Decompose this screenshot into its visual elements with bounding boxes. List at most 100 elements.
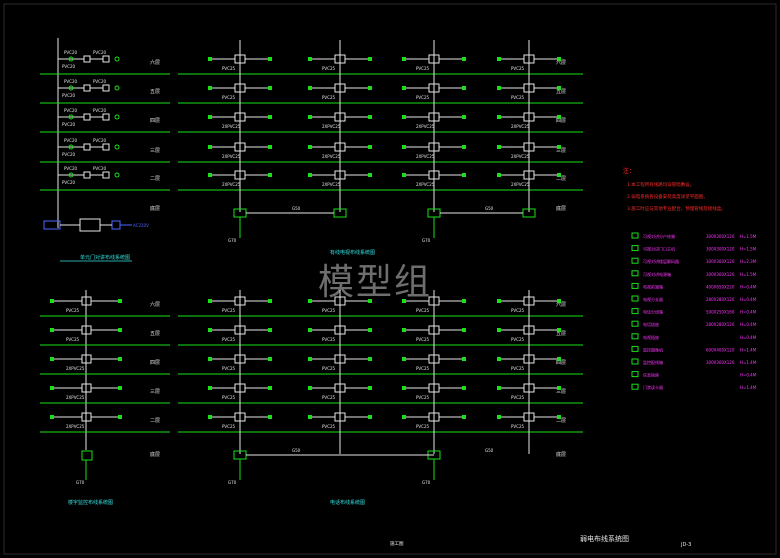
cable-label: PVC20 [93, 50, 106, 55]
floor-label: 三层 [150, 389, 160, 395]
tv-outlet-icon [208, 173, 212, 177]
phone-outlet-icon [557, 386, 561, 390]
floor-label: 六层 [556, 301, 566, 308]
cable-label: PVC25 [322, 66, 335, 71]
legend-symbol-icon [631, 383, 639, 390]
legend-name: 电话分线箱 [643, 309, 663, 315]
cable-label: 2XPVC25 [416, 154, 435, 159]
decoder-box [83, 84, 91, 92]
cable-label: PVC20 [62, 152, 75, 157]
cable-label: PVC25 [66, 308, 79, 313]
floor-label: 五层 [556, 331, 566, 337]
cable-label: PVC25 [222, 424, 235, 429]
legend-height: H=0.4M [740, 284, 757, 289]
stage-label: 施工图 [390, 540, 404, 547]
phone-outlet-icon [308, 328, 312, 332]
cable-label: G70 [422, 480, 431, 485]
notes-legend-panel: 注：1.本工程所有线路均穿管暗敷设。2.弱电系统各设备安装高度详见平面图。3.施… [623, 167, 757, 390]
legend-height: H=1.4M [740, 347, 757, 352]
cable-label: PVC25 [416, 66, 429, 71]
cable-label: PVC25 [416, 424, 429, 429]
phone-outlet-icon [497, 357, 501, 361]
phone-outlet-icon [308, 386, 312, 390]
decoder-box [83, 55, 91, 63]
tv-outlet-icon [268, 86, 272, 90]
floor-label: 六层 [150, 59, 160, 66]
intercom-host-box [79, 218, 101, 232]
cable-label: 2XPVC25 [222, 154, 241, 159]
tv-outlet-icon [308, 173, 312, 177]
sheet-border [3, 3, 777, 555]
camera-icon [50, 357, 54, 361]
legend-name: 电视前端箱 [643, 283, 663, 289]
cable-label: PVC25 [66, 337, 79, 342]
cable-label: 2XPVC25 [222, 124, 241, 129]
tv-outlet-icon [308, 115, 312, 119]
cable-label: 2XPVC25 [511, 182, 530, 187]
legend-name: 监控配线箱 [643, 359, 663, 365]
decoder-box [102, 171, 110, 179]
cable-label: PVC20 [64, 138, 77, 143]
phone-outlet-icon [497, 386, 501, 390]
camera-icon [118, 299, 122, 303]
floor-label: 二层 [556, 418, 566, 424]
intercom-terminal-icon [68, 114, 74, 120]
cable-label: PVC25 [416, 395, 429, 400]
intercom-terminal-icon [68, 144, 74, 150]
cable-label: PVC20 [62, 180, 75, 185]
intercom-terminal-icon [114, 56, 120, 62]
phone-outlet-icon [557, 328, 561, 332]
cable-label: 2XPVC25 [66, 366, 85, 371]
legend-spec: 300X300X120 [706, 259, 735, 264]
sheet-title: 弱电布线系统图 [580, 534, 629, 543]
cable-label: PVC25 [416, 337, 429, 342]
phone-outlet-icon [308, 299, 312, 303]
cable-label: PVC25 [222, 337, 235, 342]
legend-name: 信息插座 [643, 372, 659, 378]
tv-outlet-icon [497, 115, 501, 119]
tv-outlet-icon [497, 57, 501, 61]
intercom-terminal-icon [114, 85, 120, 91]
legend-name: 电视分支器 [643, 296, 663, 302]
legend-symbol-icon [631, 371, 639, 378]
intercom-terminal-icon [68, 56, 74, 62]
phone-outlet-icon [462, 357, 466, 361]
legend-height: H=0.4M [740, 322, 757, 327]
legend-symbol-icon [631, 232, 639, 239]
cable-label: 2XPVC25 [416, 182, 435, 187]
cable-label: PVC25 [511, 424, 524, 429]
tv-outlet-icon [402, 145, 406, 149]
decoder-box [83, 143, 91, 151]
decoder-box [102, 113, 110, 121]
cable-label: PVC25 [416, 308, 429, 313]
watermark-text: 模型组 [318, 262, 433, 303]
legend-spec: 300X300X120 [706, 272, 735, 277]
phone-outlet-icon [368, 386, 372, 390]
cable-label: 2XPVC25 [222, 182, 241, 187]
cable-label: PVC25 [416, 95, 429, 100]
cable-label: PVC20 [93, 166, 106, 171]
notes-heading: 注： [623, 167, 635, 175]
camera-icon [50, 299, 54, 303]
phone-outlet-icon [462, 415, 466, 419]
legend-name: 可视对讲电源箱 [643, 271, 671, 277]
legend-name: 可视对讲门口主机 [643, 246, 675, 252]
cable-label: G50 [292, 206, 301, 211]
legend-symbol-icon [631, 270, 639, 277]
phone-outlet-icon [268, 328, 272, 332]
floor-label: 五层 [150, 331, 160, 337]
camera-icon [118, 357, 122, 361]
diagram-title: 有线电视布线系统图 [330, 249, 375, 256]
legend-spec: 300X300X120 [706, 360, 735, 365]
cable-label: PVC25 [322, 366, 335, 371]
phone-outlet-icon [462, 386, 466, 390]
intercom-terminal-icon [68, 172, 74, 178]
phone-outlet-icon [497, 299, 501, 303]
phone-outlet-icon [368, 299, 372, 303]
floor-label: 底层 [150, 451, 160, 458]
diagram-title: 单元门对讲布线系统图 [80, 254, 130, 261]
tv-outlet-icon [208, 57, 212, 61]
tv-outlet-icon [208, 115, 212, 119]
security-diagram: PVC25六层PVC25五层2XPVC25四层2XPVC25三层2XPVC25二… [40, 290, 170, 506]
